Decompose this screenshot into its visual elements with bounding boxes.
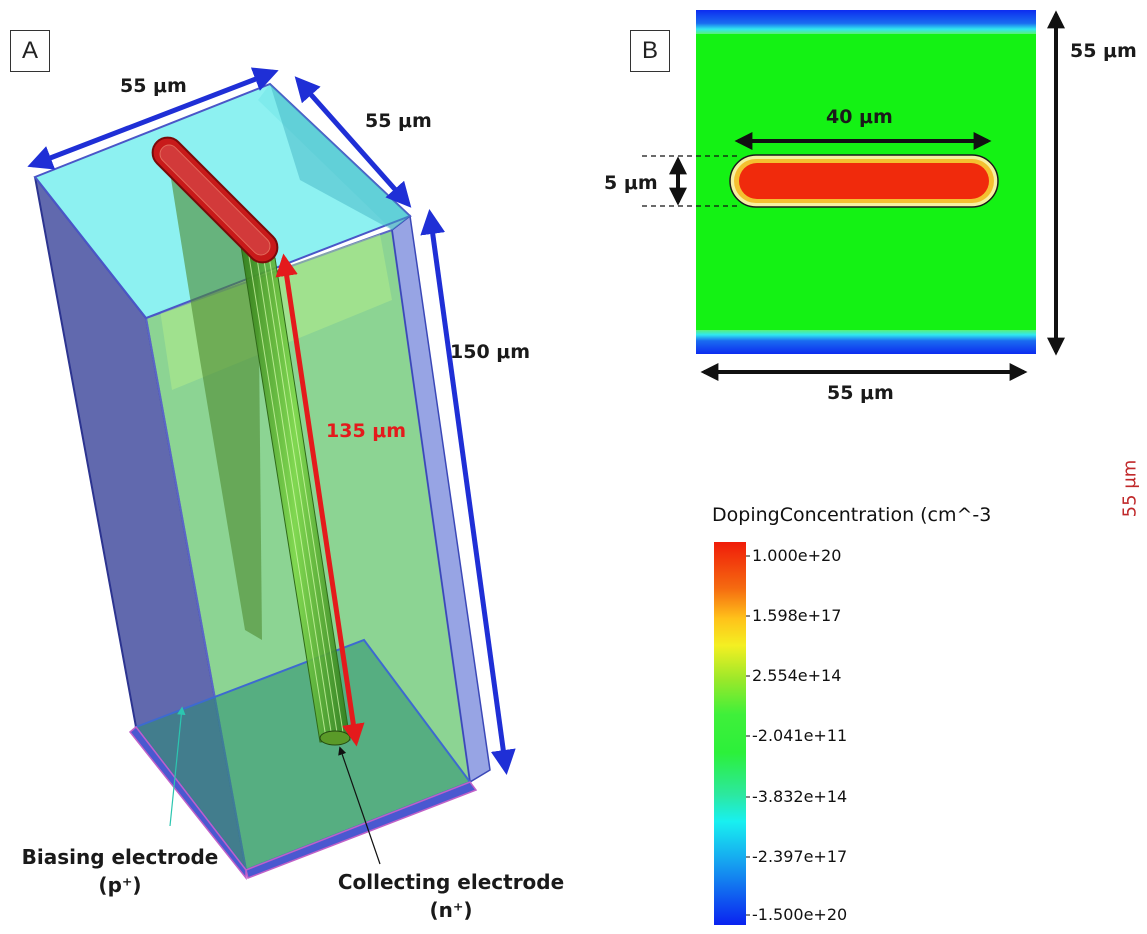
dim-label-column: 135 μm <box>326 420 407 442</box>
pointer-collecting <box>338 746 381 865</box>
legend-tick: 2.554e+14 <box>752 666 842 685</box>
dim-arrow-top-width <box>27 67 279 170</box>
dim-label-b-electrode-width: 5 μm <box>604 172 658 194</box>
dim-arrow-top-depth <box>294 76 412 208</box>
legend-tick: -2.041e+11 <box>752 726 848 745</box>
panel-b-doping-map <box>642 10 1065 925</box>
dim-label-top-depth: 55 μm <box>365 110 432 132</box>
legend-title: DopingConcentration (cm^-3 <box>712 504 992 526</box>
panel-label-b: B <box>630 30 670 72</box>
electrode-core <box>739 163 989 199</box>
electrode-column-shadow <box>168 160 262 640</box>
legend-tick: 1.000e+20 <box>752 546 842 565</box>
dim-label-b-height: 55 μm <box>1070 40 1137 62</box>
bottom-ohmic-band <box>696 330 1036 354</box>
collecting-electrode-label: Collecting electrode (n⁺) <box>336 870 566 922</box>
collecting-electrode-name: Collecting electrode <box>337 870 565 894</box>
pointer-biasing <box>169 706 186 827</box>
biasing-electrode-label: Biasing electrode (p⁺) <box>20 845 220 897</box>
colorbar <box>714 542 746 925</box>
colorbar-ticks <box>746 555 750 916</box>
dim-label-b-width: 55 μm <box>827 382 894 404</box>
legend-tick: -2.397e+17 <box>752 847 848 866</box>
top-ohmic-band <box>696 10 1036 34</box>
collecting-electrode-type: (n⁺) <box>429 898 473 922</box>
legend-tick: 1.598e+17 <box>752 606 842 625</box>
pixel-base-rim <box>128 725 247 881</box>
dim-arrow-column <box>275 253 365 747</box>
biasing-electrode-name: Biasing electrode <box>21 845 219 869</box>
panel-a-3d-pixel <box>27 67 516 881</box>
panel-label-a: A <box>10 30 50 72</box>
dim-label-height: 150 μm <box>450 341 531 363</box>
electrode-column-bottom <box>319 730 351 746</box>
legend-tick: -1.500e+20 <box>752 905 848 924</box>
legend-tick: -3.832e+14 <box>752 787 848 806</box>
biasing-electrode-type: (p⁺) <box>98 873 142 897</box>
side-note-55um: 55 μm <box>1119 459 1141 518</box>
dim-arrow-height <box>420 209 516 775</box>
dim-label-b-electrode-length: 40 μm <box>826 106 893 128</box>
dim-label-top-width: 55 μm <box>120 75 187 97</box>
pixel-base-rim-front <box>245 781 478 880</box>
